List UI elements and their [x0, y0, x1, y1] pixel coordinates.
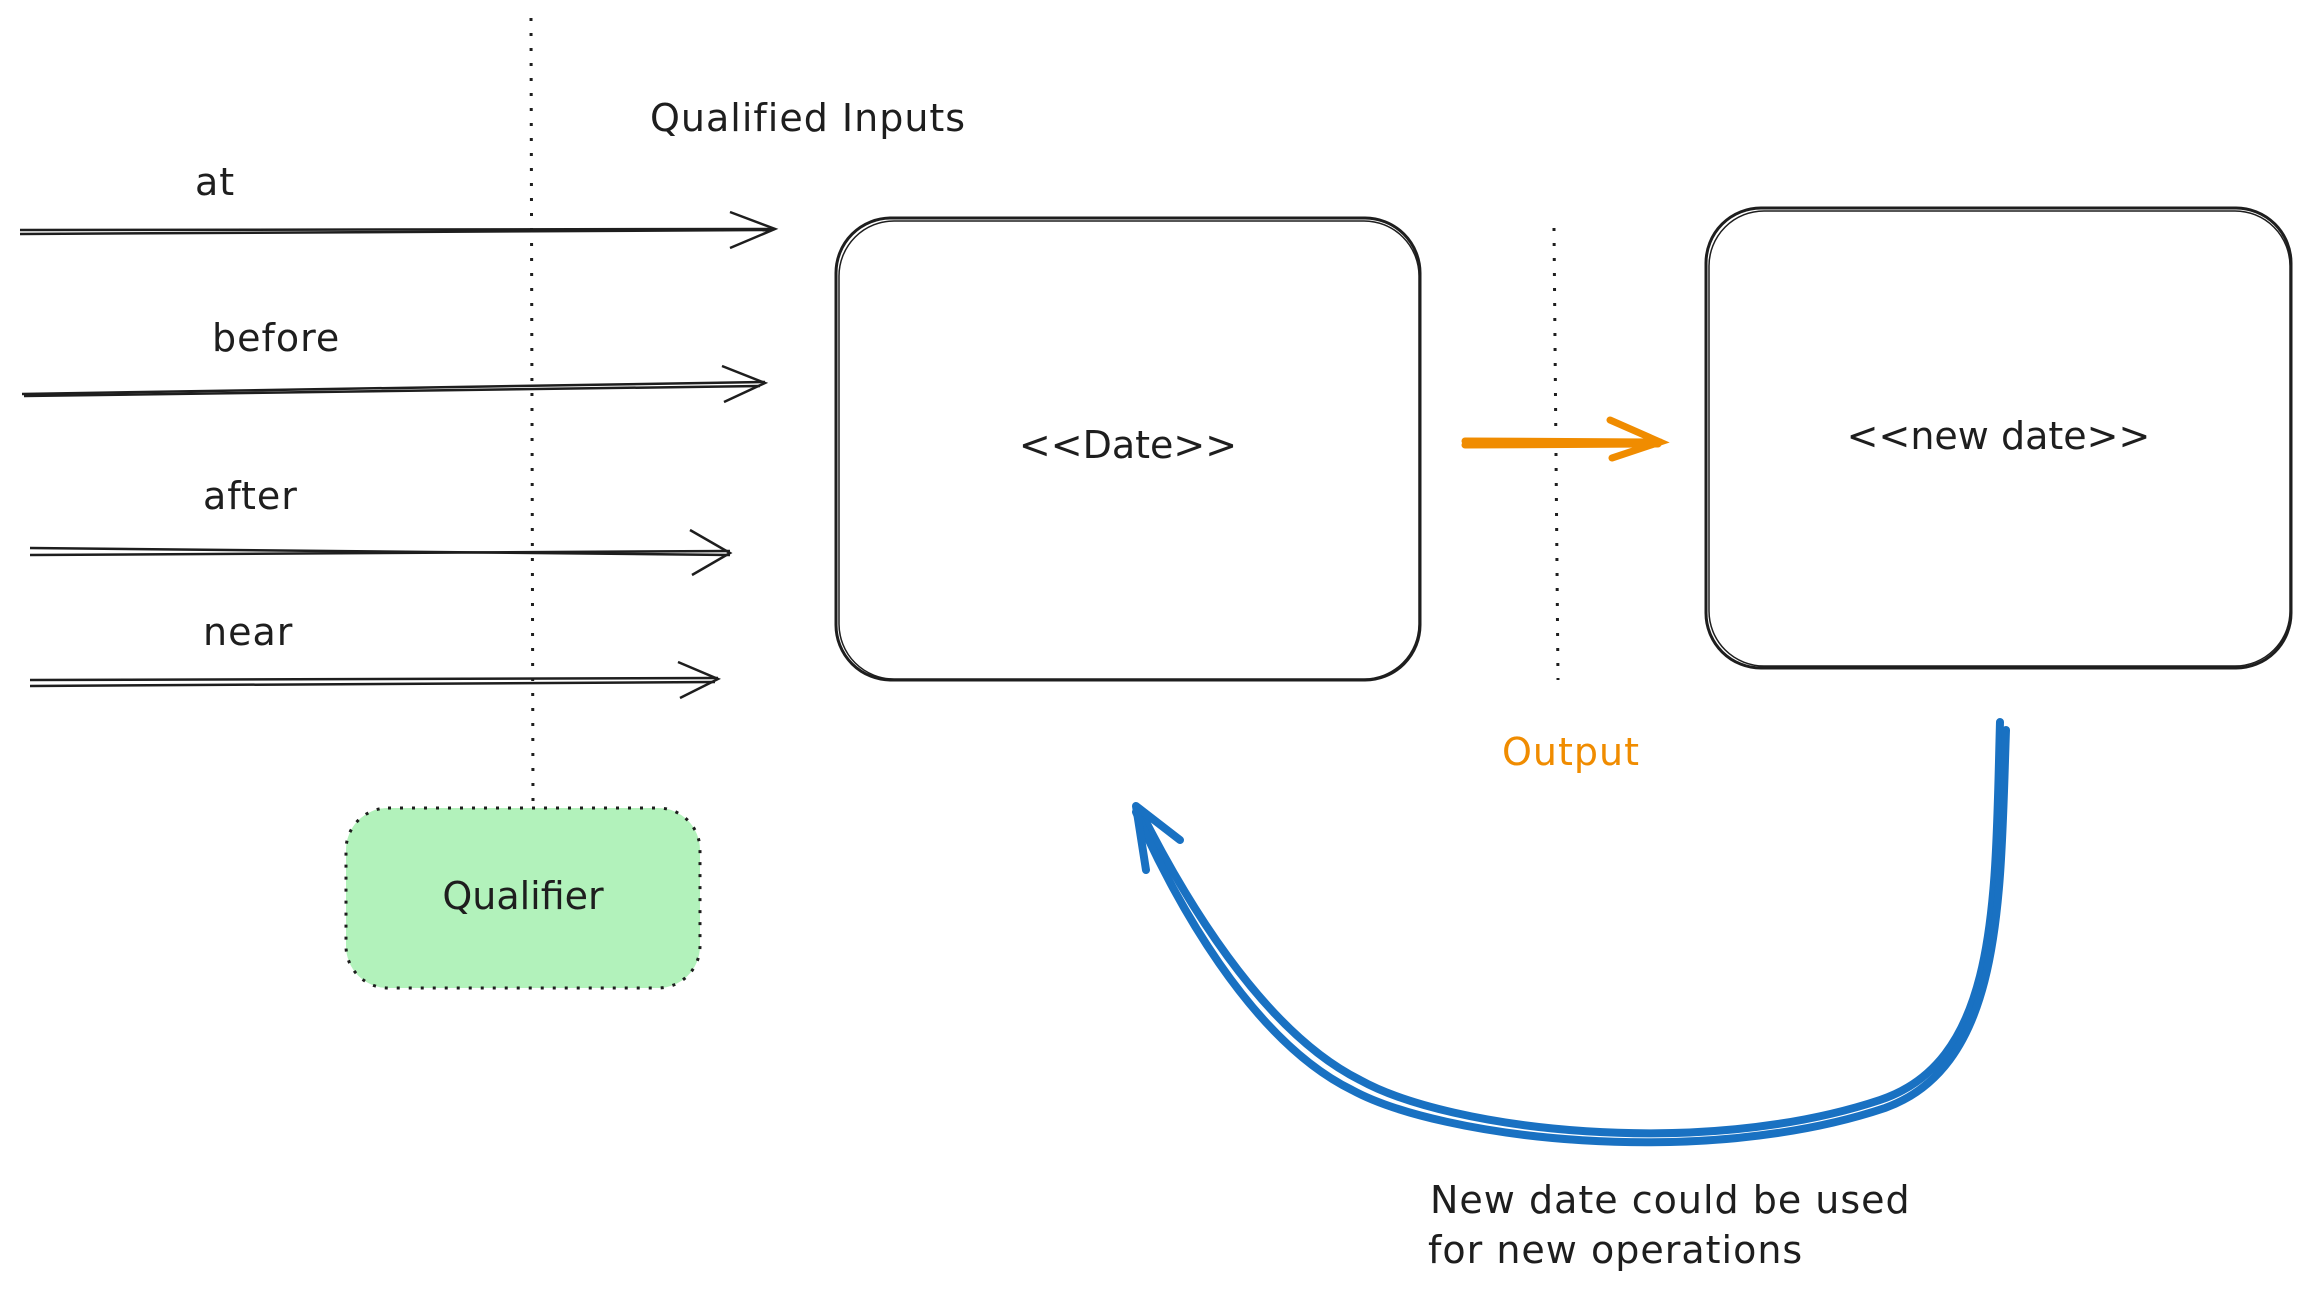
- loop-note-line1: New date could be used: [1430, 1178, 1911, 1222]
- input-label-near: near: [203, 610, 294, 654]
- qualifier-label: Qualifier: [442, 874, 604, 918]
- input-label-after: after: [203, 474, 298, 518]
- new-date-box[interactable]: [1704, 206, 2293, 670]
- qualifier-box[interactable]: [344, 806, 702, 990]
- input-label-before: before: [212, 316, 341, 360]
- output-divider: [1552, 227, 1560, 681]
- new-date-label: <<new date>>: [1846, 414, 2151, 458]
- date-box[interactable]: [834, 216, 1422, 682]
- arrow-near: [29, 660, 721, 700]
- qualified-inputs-title: Qualified Inputs: [650, 96, 967, 140]
- arrow-before: [21, 364, 769, 404]
- output-label: Output: [1502, 730, 1640, 774]
- output-arrow: [1461, 416, 1670, 462]
- loop-note-line2: for new operations: [1428, 1228, 1804, 1272]
- arrow-at: [19, 210, 779, 250]
- arrow-after: [29, 528, 733, 577]
- date-label: <<Date>>: [1018, 423, 1238, 467]
- loop-arrow: [1132, 718, 2010, 1147]
- input-label-at: at: [195, 160, 236, 204]
- qualifier-divider: [529, 17, 535, 809]
